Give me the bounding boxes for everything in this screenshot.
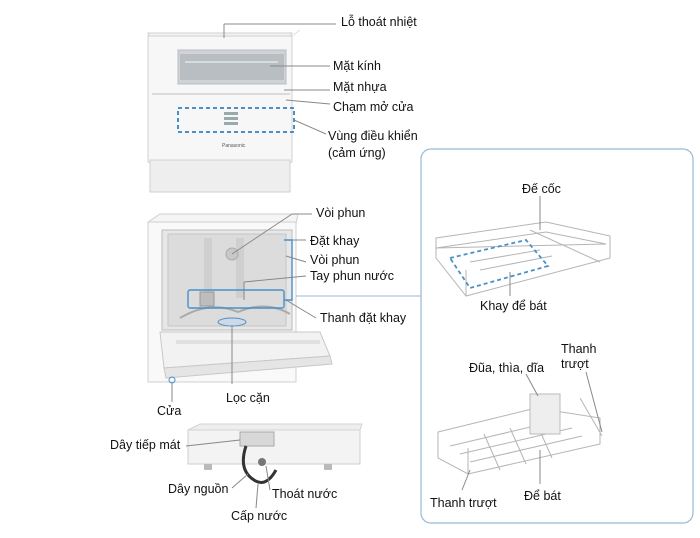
dishwasher-closed: Panasonic [147, 29, 301, 193]
label-door: Cửa [157, 404, 182, 418]
lower-rack [437, 393, 603, 475]
label-spray-arm: Tay phun nước [310, 269, 394, 283]
leaders-upper-rack [509, 196, 541, 296]
label-slider-top-line1: Thanh [561, 342, 597, 356]
dishwasher-open [147, 213, 333, 384]
svg-text:Panasonic: Panasonic [222, 143, 246, 149]
label-cutlery-basket: Đũa, thìa, dĩa [469, 361, 545, 375]
part-highlights [187, 239, 293, 309]
label-filter: Lọc cặn [226, 391, 270, 405]
label-drain-hose: Thoát nước [272, 487, 338, 501]
leaders-bottom [185, 439, 271, 509]
label-upper-spray-nozzle: Vòi phun [316, 206, 366, 220]
label-bowl-tray: Khay để bát [480, 299, 547, 313]
label-control-area-line1: Vùng điều khiển [328, 129, 418, 143]
label-plastic-surface: Mặt nhựa [333, 80, 387, 94]
label-water-supply: Cấp nước [231, 509, 288, 523]
label-touch-to-open: Chạm mở cửa [333, 100, 414, 114]
label-glass-surface: Mặt kính [333, 59, 381, 73]
bowl-tray-highlight [448, 238, 550, 290]
accessories-panel [420, 148, 694, 524]
label-tray-rail: Thanh đặt khay [320, 311, 407, 325]
label-tray-slot: Đặt khay [310, 234, 360, 248]
upper-rack [435, 221, 611, 297]
label-slider-bottom: Thanh trượt [430, 496, 497, 510]
label-heat-vent: Lỗ thoát nhiệt [341, 15, 417, 29]
label-power-cord: Dây nguồn [168, 482, 229, 496]
label-cup-rack: Đế cốc [522, 182, 561, 196]
leaders-middle [171, 213, 317, 402]
dishwasher-back-view [187, 423, 363, 484]
label-plate-rack: Để bát [524, 489, 561, 503]
leaders-top [223, 23, 336, 135]
label-lower-spray-nozzle: Vòi phun [310, 253, 360, 267]
label-ground-wire: Dây tiếp mát [110, 438, 181, 452]
label-slider-top-line2: trượt [561, 357, 589, 371]
label-control-area-line2: (cảm ứng) [328, 146, 386, 160]
leaders-lower-rack [461, 371, 603, 491]
